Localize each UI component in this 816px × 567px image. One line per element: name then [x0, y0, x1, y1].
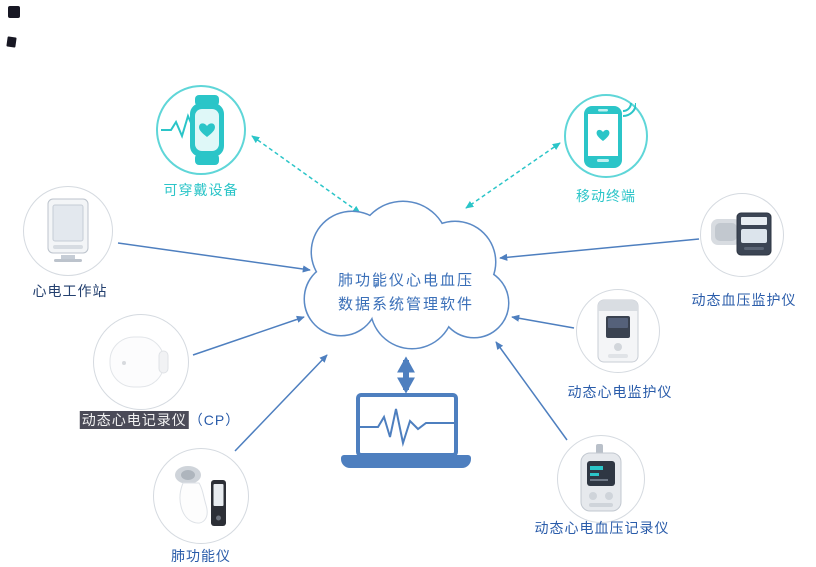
arrow-workstation-cloud [117, 242, 311, 273]
ecg-bp-recorder-icon [580, 444, 622, 512]
smartphone-icon [584, 102, 636, 168]
corner-artifact-bottom [6, 36, 17, 48]
arrow-wearable-cloud [251, 135, 361, 214]
laptop-base [341, 455, 471, 468]
node-abp-monitor [700, 193, 784, 277]
label-abp-monitor: 动态血压监护仪 [691, 292, 797, 308]
node-holter-recorder [93, 314, 189, 410]
label-wearable: 可穿戴设备 [163, 182, 239, 198]
label-holter-recorder-highlight: 动态心电记录仪 [79, 411, 189, 429]
abp-monitor-icon [711, 212, 772, 256]
spirometer-icon [175, 466, 226, 526]
cloud-title-line1: 肺功能仪心电血压 [338, 272, 474, 289]
laptop-screen [356, 393, 458, 457]
node-mobile [564, 94, 648, 178]
label-spirometer: 肺功能仪 [171, 548, 231, 564]
smartwatch-icon [161, 95, 224, 165]
label-holter-monitor: 动态心电监护仪 [567, 384, 673, 400]
holter-recorder-icon [109, 336, 169, 388]
node-holter-monitor [576, 289, 660, 373]
arrow-ecg-bp-recorder-cloud [495, 341, 568, 441]
arrow-holter-recorder-cloud [192, 315, 305, 356]
cloud-title-line2: 数据系统管理软件 [338, 296, 474, 313]
label-holter-recorder-suffix: （CP） [188, 412, 241, 428]
arrow-mobile-cloud [465, 142, 561, 209]
node-ecg-bp-recorder [557, 435, 645, 523]
ecg-workstation-icon [47, 198, 89, 262]
arrow-holter-monitor-cloud [511, 314, 575, 329]
label-workstation: 心电工作站 [32, 283, 108, 299]
arrow-abp-monitor-cloud [499, 238, 700, 261]
node-wearable [156, 85, 246, 175]
label-ecg-bp-recorder: 动态心电血压记录仪 [534, 520, 670, 536]
label-holter-recorder: 动态心电记录仪（CP） [79, 410, 241, 430]
holter-monitor-icon [597, 299, 639, 363]
node-spirometer [153, 448, 249, 544]
corner-artifact-top [8, 6, 20, 18]
cloud-shape [303, 200, 510, 350]
node-workstation [23, 186, 113, 276]
label-mobile: 移动终端 [576, 188, 636, 204]
ecg-waveform-icon [360, 408, 454, 447]
arrow-spirometer-cloud [234, 354, 328, 452]
